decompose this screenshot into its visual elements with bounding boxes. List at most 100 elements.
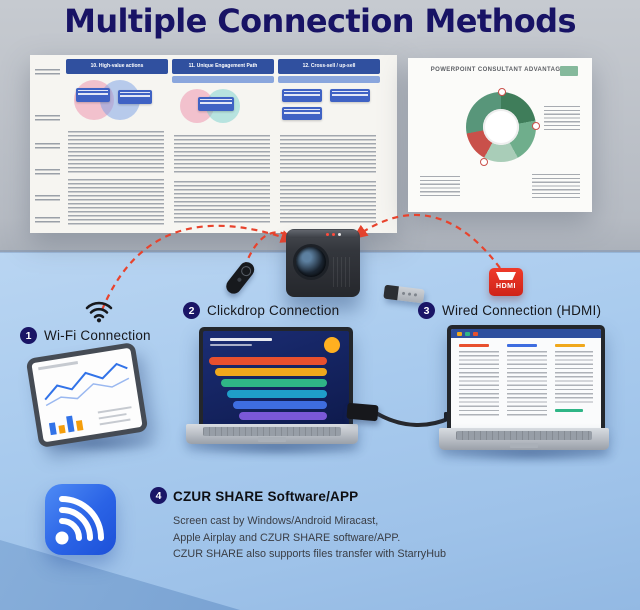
text-placeholder	[68, 131, 164, 173]
slide-bar	[221, 379, 327, 387]
projector-vents	[333, 257, 353, 287]
text-placeholder	[210, 344, 252, 346]
software-description: Screen cast by Windows/Android Miracast,…	[173, 513, 446, 563]
software-title: CZUR SHARE Software/APP	[173, 489, 359, 504]
presentation-slide	[203, 331, 349, 428]
remote-button	[401, 291, 406, 296]
laptop-center-keyboard	[203, 427, 341, 436]
text-placeholder	[35, 195, 60, 201]
sub-header-bar	[172, 76, 274, 83]
slide-bar	[233, 401, 327, 409]
projector	[286, 229, 360, 297]
text-placeholder	[507, 351, 547, 417]
text-placeholder	[68, 179, 164, 225]
method-wired: 3 Wired Connection (HDMI)	[418, 302, 601, 319]
text-placeholder	[35, 69, 60, 75]
column-header: 11. Unique Engagement Path	[172, 59, 274, 74]
callout-box	[118, 90, 152, 104]
circular-diagram	[466, 92, 536, 162]
method-3-badge: 3	[418, 302, 435, 319]
doc-accent	[473, 331, 478, 336]
text-placeholder	[555, 351, 593, 403]
projection-slide-right: POWERPOINT CONSULTANT ADVANTAGES	[408, 58, 592, 212]
indicator-light	[326, 233, 329, 236]
tablet-dashboard	[38, 361, 132, 436]
column-header: 10. High-value actions	[66, 59, 168, 74]
text-placeholder	[280, 135, 376, 175]
slide-column-3: 12. Cross-sell / up-sell	[278, 59, 380, 229]
method-1-label: Wi-Fi Connection	[44, 328, 151, 343]
slide-bar	[239, 412, 327, 420]
method-4-badge: 4	[150, 487, 167, 504]
slide-column-1: 10. High-value actions	[66, 59, 168, 229]
text-placeholder	[35, 115, 60, 121]
text-placeholder	[544, 106, 580, 132]
projection-slide-left: 10. High-value actions 11. Unique Engage…	[30, 55, 397, 233]
laptop-center-base	[186, 424, 358, 444]
doc-subheading	[555, 409, 583, 412]
wifi-icon	[85, 301, 113, 323]
laptop-right-screen	[447, 325, 605, 436]
diagram-node	[498, 88, 506, 96]
doc-subheading	[507, 344, 537, 347]
page-title: Multiple Connection Methods	[64, 2, 576, 40]
signal-arcs-icon	[55, 496, 104, 545]
method-1-badge: 1	[20, 327, 37, 344]
remote-top	[383, 284, 399, 301]
method-2-label: Clickdrop Connection	[207, 303, 340, 318]
document-header-bar	[451, 329, 601, 338]
software-line-2: Apple Airplay and CZUR SHARE software/AP…	[173, 531, 401, 544]
column-header: 12. Cross-sell / up-sell	[278, 59, 380, 74]
legend-box	[560, 66, 578, 76]
laptop-center-screen	[199, 327, 353, 432]
hdmi-icon: HDMI	[489, 268, 523, 296]
remote-button	[413, 293, 418, 297]
tablet	[25, 341, 149, 449]
indicator-light	[338, 233, 341, 236]
text-placeholder	[280, 181, 376, 225]
doc-subheading	[555, 344, 585, 347]
slide-column-2: 11. Unique Engagement Path	[172, 59, 274, 229]
sub-header-bar	[278, 76, 380, 83]
venn-diagram	[172, 87, 274, 127]
software-section: 4 CZUR SHARE Software/APP Screen cast by…	[150, 487, 446, 563]
diagram-node	[532, 122, 540, 130]
text-placeholder	[35, 143, 60, 149]
laptop-right-base	[439, 428, 609, 450]
laptop-right-touchpad	[510, 443, 538, 448]
callout-box	[330, 89, 370, 102]
method-2-badge: 2	[183, 302, 200, 319]
text-placeholder	[420, 176, 460, 198]
callout-box	[76, 88, 110, 102]
doc-subheading	[459, 344, 489, 347]
method-3-label: Wired Connection (HDMI)	[442, 303, 602, 318]
text-placeholder	[35, 217, 60, 223]
callout-box	[282, 107, 322, 120]
text-placeholder	[174, 135, 270, 175]
hdmi-adapter	[346, 402, 379, 422]
doc-accent	[457, 331, 462, 336]
method-wifi: 1 Wi-Fi Connection	[20, 327, 151, 344]
laptop-center-touchpad	[258, 437, 286, 442]
doc-accent	[465, 331, 470, 336]
projector-top	[288, 230, 358, 238]
tablet-screen	[31, 347, 143, 443]
text-placeholder	[35, 169, 60, 175]
slide-bar	[215, 368, 327, 376]
slide-bar	[209, 357, 327, 365]
czur-share-app-icon	[45, 484, 116, 555]
hdmi-plug-shape	[496, 272, 516, 280]
hdmi-icon-label: HDMI	[496, 283, 516, 290]
text-placeholder	[174, 181, 270, 225]
software-line-1: Screen cast by Windows/Android Miracast,	[173, 515, 379, 527]
text-placeholder	[210, 338, 272, 341]
text-placeholder	[532, 174, 580, 198]
slide-bar	[227, 390, 327, 398]
venn-diagram	[66, 78, 168, 124]
diagram-node	[480, 158, 488, 166]
method-clickdrop: 2 Clickdrop Connection	[183, 302, 339, 319]
callout-box	[198, 97, 234, 111]
slide-title: POWERPOINT CONSULTANT ADVANTAGES	[430, 67, 570, 73]
callout-box	[282, 89, 322, 102]
